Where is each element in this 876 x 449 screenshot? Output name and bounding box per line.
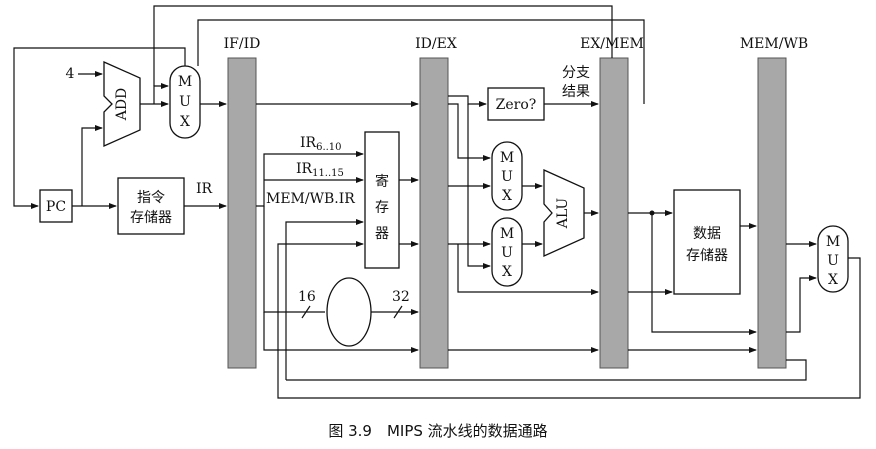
width-32-label: 32 [392,289,410,305]
register-file [364,131,400,269]
pc-label: PC [46,199,66,215]
alu-mux-top-letter-x: X [502,188,512,204]
alu-mux-top [491,141,523,211]
pc-mux-letter-m: M [178,74,192,90]
stage-label-id-ex: ID/EX [415,36,457,52]
data-memory [673,189,741,295]
zero-test-label: Zero? [496,97,537,113]
alu-label: ALU [555,198,571,230]
alu [543,168,585,258]
pipeline-register-if-id [227,57,257,369]
writeback-mux-letter-x: X [828,272,838,288]
data-memory-label-line2: 存储器 [686,248,728,264]
constant-4-label: 4 [66,66,75,82]
pc-adder-label: ADD [114,88,130,122]
sign-extend [326,277,372,347]
ir-label: IR [196,181,213,197]
pc-mux-letter-u: U [179,94,191,110]
writeback-mux-letter-m: M [826,234,840,250]
register-file-char1: 寄 [375,173,389,190]
ir-6-10-label: IR6..10 [300,135,342,153]
pipeline-register-id-ex [419,57,449,369]
branch-result-label-line1: 分支 [562,65,590,81]
alu-mux-bottom [491,217,523,287]
figure-caption: 图 3.9 MIPS 流水线的数据通路 [328,422,547,440]
alu-mux-bottom-letter-x: X [502,264,512,280]
stage-label-if-id: IF/ID [224,36,261,52]
zero-test [487,87,545,121]
alu-mux-top-letter-u: U [501,169,513,185]
pc-mux-letter-x: X [180,114,190,130]
pipeline-register-mem-wb [757,57,787,369]
pipeline-register-ex-mem [599,57,629,369]
writeback-mux [817,225,849,293]
writeback-mux-letter-u: U [827,253,839,269]
alu-mux-top-letter-m: M [500,150,514,166]
instruction-memory-label-line1: 指令 [137,190,165,206]
ir-11-15-label: IR11..15 [296,161,344,179]
instruction-memory [117,177,185,235]
branch-result-label-line2: 结果 [562,84,590,100]
instruction-memory-label-line2: 存储器 [130,210,172,226]
register-file-char3: 器 [375,226,389,242]
mem-wb-ir-label: MEM/WB.IR [266,191,355,207]
register-file-char2: 存 [375,200,389,216]
pc-adder [103,60,141,148]
alu-mux-bottom-letter-u: U [501,245,513,261]
width-16-label: 16 [298,289,316,305]
stage-label-mem-wb: MEM/WB [740,36,808,52]
data-memory-label-line1: 数据 [693,226,721,242]
wires [13,5,861,399]
alu-mux-bottom-letter-m: M [500,226,514,242]
